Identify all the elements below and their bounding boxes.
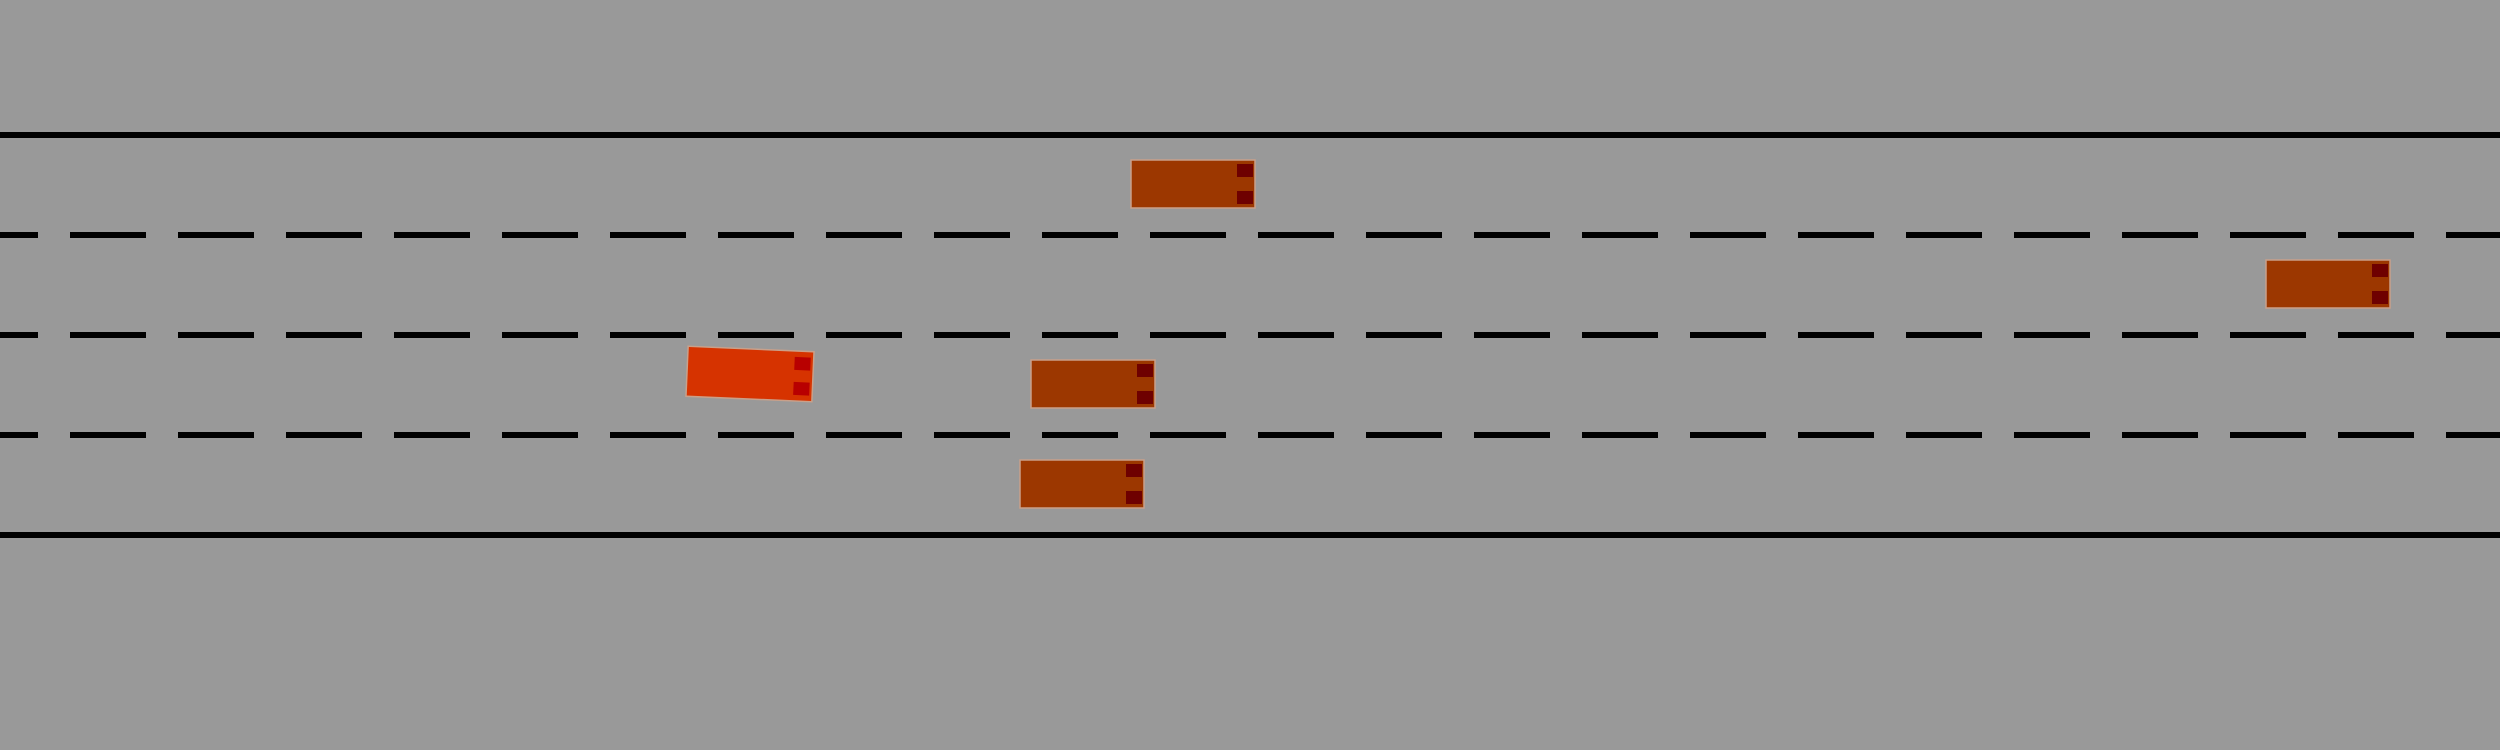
vehicle-headlight-right <box>1126 491 1142 504</box>
vehicle-headlight-right <box>1137 391 1153 404</box>
ego-vehicle-headlight-right <box>793 381 810 396</box>
vehicle-car-2 <box>2265 259 2391 309</box>
vehicle-headlight-left <box>1237 164 1253 177</box>
vehicle-car-4 <box>1019 459 1145 509</box>
vehicle-body <box>1030 359 1156 409</box>
vehicle-headlight-left <box>1137 364 1153 377</box>
vehicle-car-3 <box>1030 359 1156 409</box>
vehicle-headlight-right <box>1237 191 1253 204</box>
vehicle-headlight-left <box>1126 464 1142 477</box>
vehicle-car-1 <box>1130 159 1256 209</box>
vehicle-headlight-left <box>2372 264 2388 277</box>
ego-vehicle-headlight-left <box>794 356 811 371</box>
vehicle-body <box>1130 159 1256 209</box>
vehicle-body <box>2265 259 2391 309</box>
vehicle-headlight-right <box>2372 291 2388 304</box>
ego-vehicle <box>685 345 815 403</box>
vehicle-body <box>1019 459 1145 509</box>
ego-vehicle-body <box>685 345 815 403</box>
